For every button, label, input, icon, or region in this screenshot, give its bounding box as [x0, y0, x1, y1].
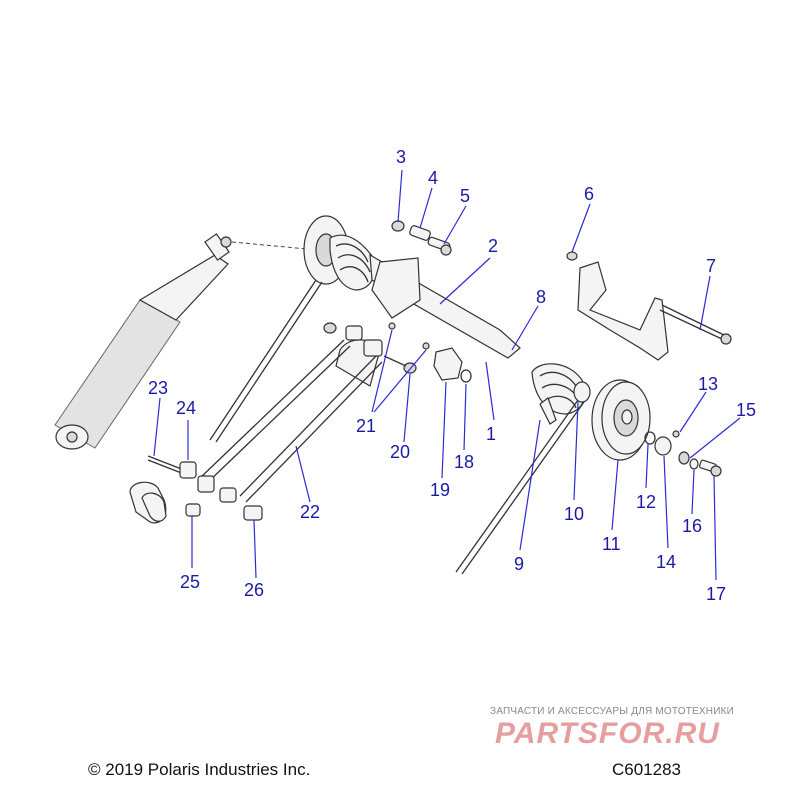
hardware-3-4-5: [391, 220, 452, 256]
callout-14: 14: [656, 552, 676, 572]
shock-absorber: [54, 233, 232, 450]
callout-6: 6: [584, 184, 594, 204]
callout-15: 15: [736, 400, 756, 420]
callout-5: 5: [460, 186, 470, 206]
callout-21: 21: [356, 416, 376, 436]
callout-18: 18: [454, 452, 474, 472]
callout-labels: 1 2 3 4 5 6 7 8 9 10 11 12 13 14 15 16 1…: [148, 147, 756, 604]
callout-9: 9: [514, 554, 524, 574]
left-spring-assembly: [209, 215, 521, 443]
callout-23: 23: [148, 378, 168, 398]
callout-3: 3: [396, 147, 406, 167]
copyright-text: © 2019 Polaris Industries Inc.: [88, 760, 311, 779]
lower-hardware: [129, 455, 263, 524]
block-and-nuts: [323, 322, 472, 383]
callout-8: 8: [536, 287, 546, 307]
leader-lines: [153, 169, 741, 581]
watermark-brand: PARTSFOR.RU: [495, 717, 720, 750]
callout-12: 12: [636, 492, 656, 512]
callout-22: 22: [300, 502, 320, 522]
drawing-number: C601283: [612, 760, 682, 779]
right-spring: [455, 363, 591, 575]
rear-arm: [199, 325, 383, 503]
idler-wheel: [591, 379, 722, 477]
callout-11: 11: [602, 534, 621, 554]
callout-19: 19: [430, 480, 450, 500]
callout-26: 26: [244, 580, 264, 600]
callout-17: 17: [706, 584, 726, 604]
callout-13: 13: [698, 374, 718, 394]
callout-24: 24: [176, 398, 196, 418]
callout-4: 4: [428, 168, 438, 188]
callout-2: 2: [488, 236, 498, 256]
callout-25: 25: [180, 572, 200, 592]
callout-10: 10: [564, 504, 584, 524]
callout-1: 1: [486, 424, 496, 444]
callout-7: 7: [706, 256, 716, 276]
bracket: [566, 251, 732, 361]
watermark-tagline: ЗАПЧАСТИ И АКСЕССУАРЫ ДЛЯ МОТОТЕХНИКИ: [490, 706, 735, 717]
callout-20: 20: [390, 442, 410, 462]
callout-16: 16: [682, 516, 702, 536]
